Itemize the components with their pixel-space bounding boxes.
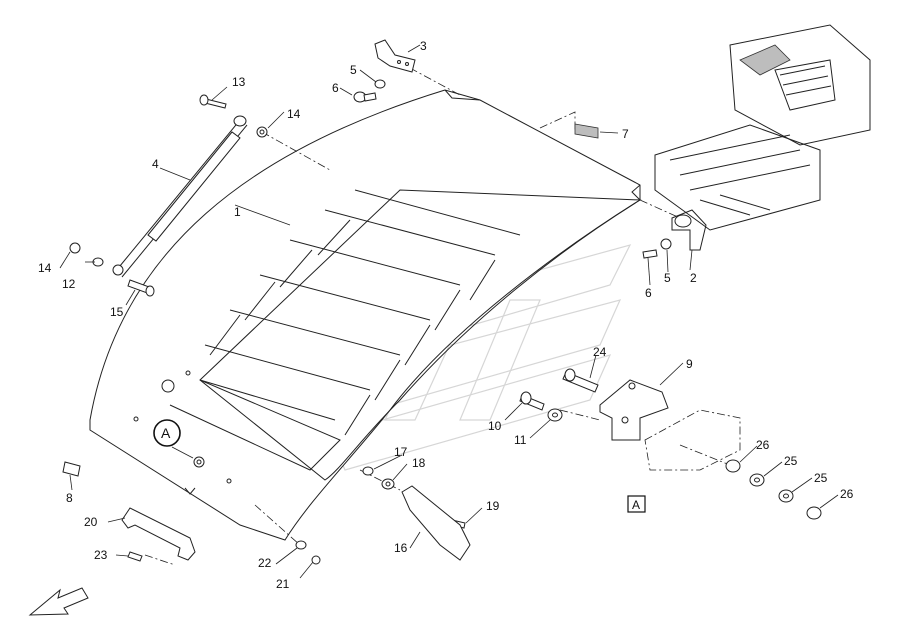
- callout-5-top: 5: [350, 63, 357, 77]
- callout-4: 4: [152, 157, 159, 171]
- callout-25-a: 25: [784, 454, 798, 468]
- callout-8: 8: [66, 491, 73, 505]
- callout-25-b: 25: [814, 471, 828, 485]
- callout-6-right: 6: [645, 286, 652, 300]
- hood-panel: [89, 89, 642, 541]
- detail-box-label: A: [632, 498, 640, 512]
- callout-3: 3: [420, 39, 427, 53]
- callout-19: 19: [486, 499, 500, 513]
- callout-18: 18: [412, 456, 426, 470]
- callout-21: 21: [276, 577, 290, 591]
- callout-23: 23: [94, 548, 108, 562]
- callout-20: 20: [84, 515, 98, 529]
- gas-strut: [112, 115, 248, 278]
- callout-26-b: 26: [840, 487, 854, 501]
- callout-11: 11: [514, 433, 527, 447]
- callout-12: 12: [62, 277, 76, 291]
- callout-labels: 1 2 3 4 5 5 6 6 7 8 9 10 11 12 13 14 14 …: [38, 39, 854, 591]
- machine-overview: [654, 24, 871, 231]
- callout-15: 15: [110, 305, 124, 319]
- callout-14-left: 14: [38, 261, 52, 275]
- callout-13: 13: [232, 75, 246, 89]
- callout-14-top: 14: [287, 107, 301, 121]
- callout-10: 10: [488, 419, 502, 433]
- hardware-parts: [62, 39, 822, 565]
- detail-marker: A: [153, 419, 181, 447]
- detail-marker-label: A: [161, 425, 171, 441]
- callout-17: 17: [394, 445, 408, 459]
- callout-24: 24: [593, 345, 607, 359]
- leader-lines: [59, 44, 839, 579]
- callout-16: 16: [394, 541, 408, 555]
- direction-arrow-icon: [28, 587, 89, 616]
- callout-22: 22: [258, 556, 272, 570]
- callout-5-right: 5: [664, 271, 671, 285]
- callout-9: 9: [686, 357, 693, 371]
- detail-box: A: [627, 495, 646, 513]
- callout-26-a: 26: [756, 438, 770, 452]
- callout-1: 1: [234, 205, 241, 219]
- callout-2: 2: [690, 271, 697, 285]
- callout-7: 7: [622, 127, 629, 141]
- callout-6-top: 6: [332, 81, 339, 95]
